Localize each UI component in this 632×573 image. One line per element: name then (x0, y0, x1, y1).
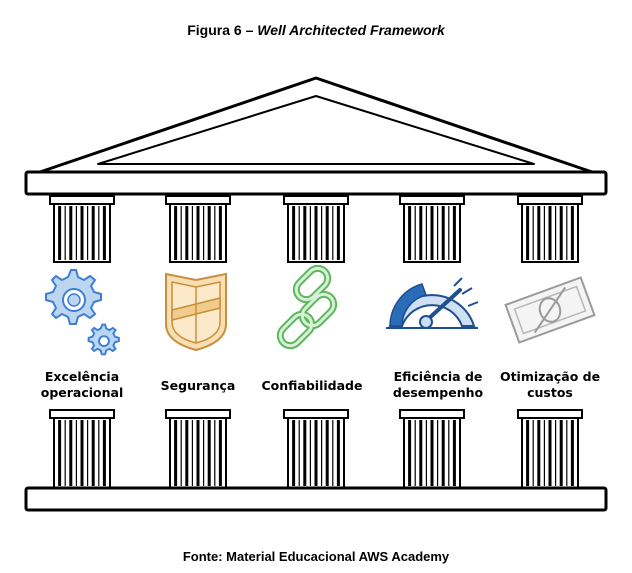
upper-column-5 (517, 195, 583, 263)
upper-column-4 (399, 195, 465, 263)
lower-column-3 (283, 409, 349, 489)
pillar-label-cost-optimization: Otimização de custos (499, 369, 601, 400)
gears-icon (45, 269, 120, 356)
pillar-label-operational-excellence: Excelência operacional (40, 369, 124, 400)
temple-entablature (24, 170, 608, 196)
temple-base (24, 486, 608, 512)
lower-column-2 (165, 409, 231, 489)
money-bill-icon (504, 276, 596, 344)
source-caption: Fonte: Material Educacional AWS Academy (182, 549, 450, 564)
lower-columns (49, 409, 583, 489)
pillar-label-reliability: Confiabilidade (261, 378, 363, 393)
upper-columns (49, 195, 583, 263)
upper-column-1 (49, 195, 115, 263)
shield-icon (165, 272, 227, 352)
lower-column-5 (517, 409, 583, 489)
figure-caption: Figura 6 – Well Architected Framework (0, 22, 632, 38)
upper-column-3 (283, 195, 349, 263)
temple-roof (38, 76, 594, 174)
speedometer-icon (386, 277, 479, 329)
chain-link-icon (276, 264, 338, 350)
figure-title: Well Architected Framework (257, 22, 445, 38)
figure-number: Figura 6 – (187, 22, 254, 38)
lower-column-4 (399, 409, 465, 489)
pillar-label-security: Segurança (160, 378, 236, 393)
pillar-label-performance-efficiency: Eficiência de desempenho (392, 369, 484, 400)
lower-column-1 (49, 409, 115, 489)
upper-column-2 (165, 195, 231, 263)
